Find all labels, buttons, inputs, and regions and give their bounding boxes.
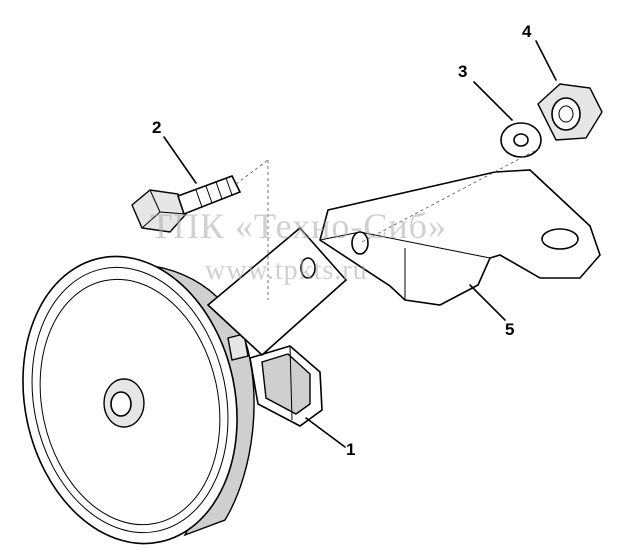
nut — [537, 83, 603, 141]
horn-body — [22, 255, 255, 545]
callout-5: 5 — [505, 320, 515, 339]
callout-3: 3 — [458, 62, 468, 81]
bracket — [319, 169, 601, 306]
callout-2: 2 — [152, 118, 162, 137]
callout-4: 4 — [522, 22, 532, 41]
leader-lines — [163, 40, 557, 448]
bolt — [131, 159, 269, 233]
washer — [500, 122, 542, 158]
callout-1: 1 — [346, 440, 356, 459]
horn-connector — [249, 345, 323, 427]
horn-mount-arm — [206, 160, 348, 357]
assembly-axis-line — [359, 147, 541, 244]
